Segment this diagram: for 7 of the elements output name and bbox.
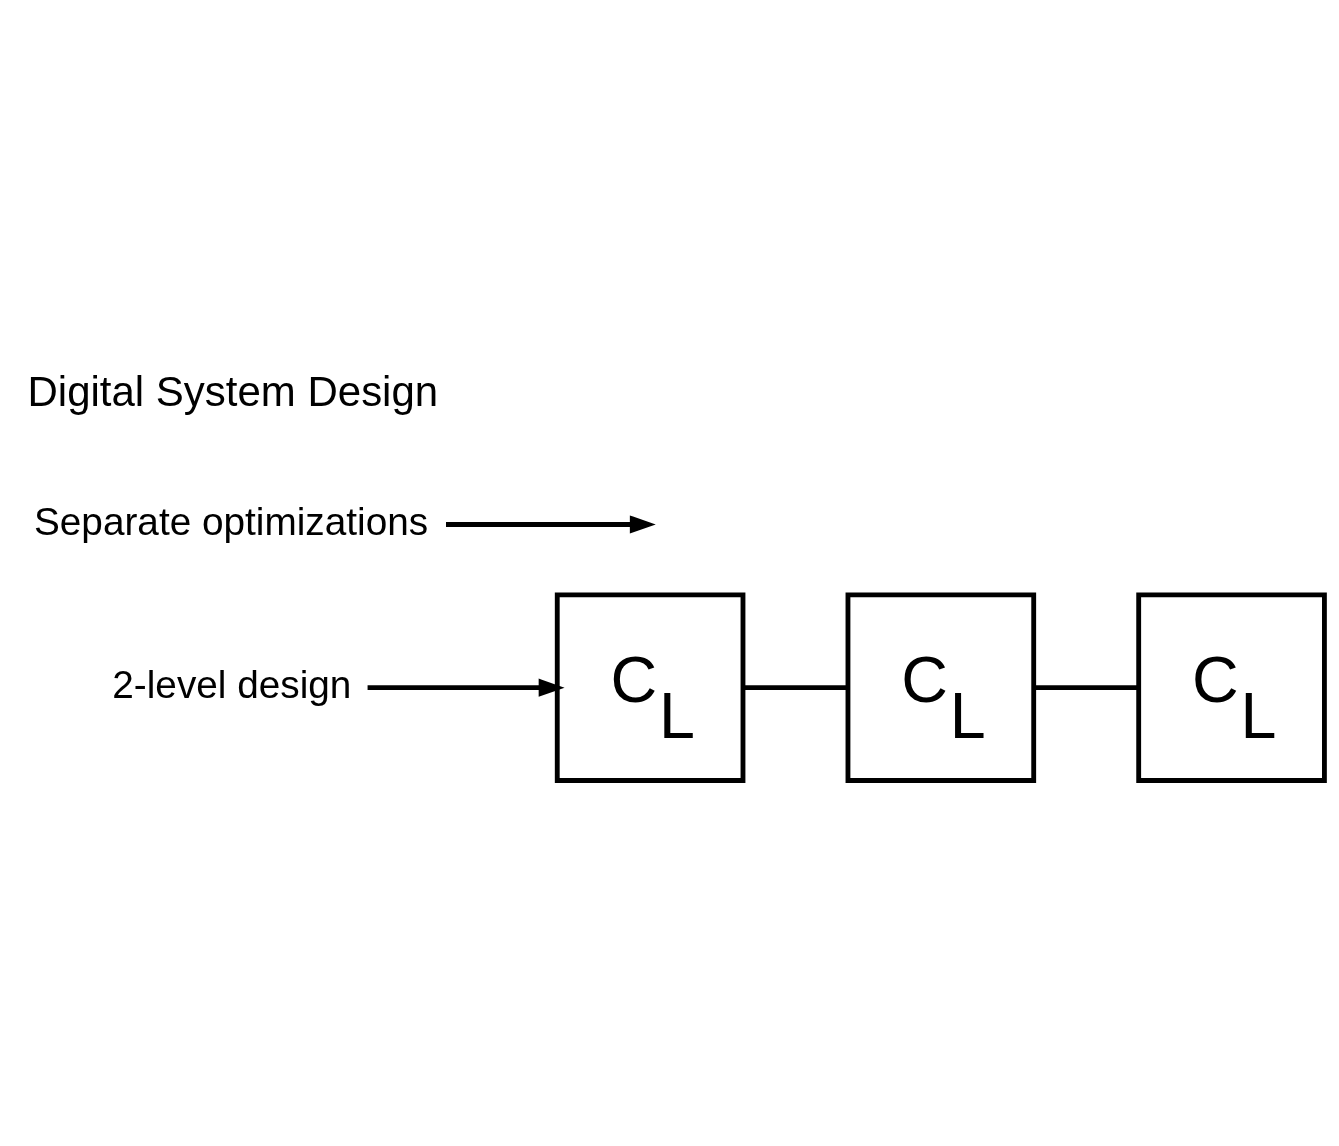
- connector: [743, 685, 848, 691]
- arrow: [446, 515, 656, 534]
- label: Digital System Design: [27, 367, 439, 415]
- node-text: 2-level design: [112, 662, 352, 706]
- connector: [1034, 685, 1139, 691]
- arrow: [367, 678, 565, 697]
- node-text: Separate optimizations: [33, 499, 429, 543]
